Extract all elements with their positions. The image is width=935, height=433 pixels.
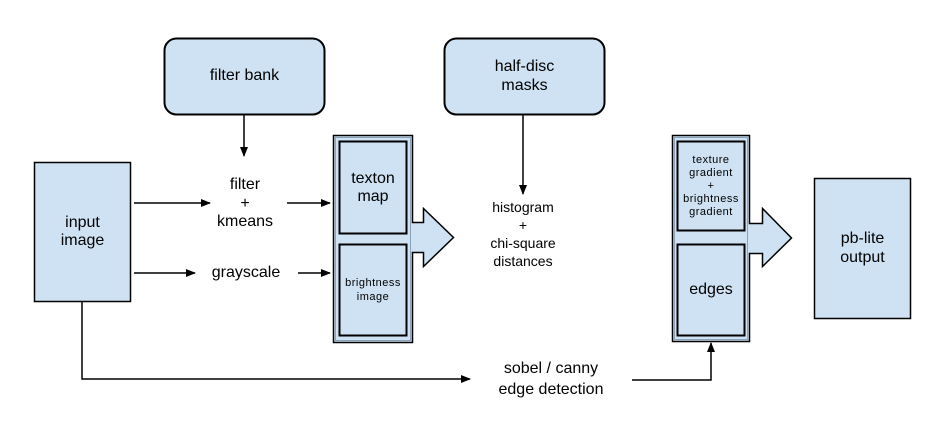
texton-map-box — [338, 140, 408, 235]
histogram-line2: + — [518, 216, 528, 233]
filter-kmeans-line1: filter — [229, 176, 261, 194]
brightness-image-line2: image — [356, 290, 390, 303]
histogram-line3: chi-square — [490, 235, 556, 251]
histogram-line1: histogram — [492, 198, 554, 215]
input-image-box — [33, 161, 132, 303]
half-disc-masks-label: half-disc masks — [444, 38, 605, 115]
filter-bank-box — [163, 37, 326, 116]
texton-map-line2: map — [357, 188, 389, 205]
gradients-line1: texture — [692, 153, 730, 166]
grayscale-text: grayscale — [211, 263, 281, 281]
right-group-inner-border — [674, 137, 748, 340]
filter-bank-text: filter bank — [209, 67, 280, 85]
input-image-line1: input — [65, 213, 100, 231]
pb-lite-line1: pb-lite — [840, 230, 885, 248]
grayscale-label: grayscale — [198, 262, 294, 284]
gradients-line2: gradient — [689, 166, 733, 179]
filter-kmeans-label: filter + kmeans — [200, 170, 290, 238]
brightness-image-line1: brightness — [345, 277, 401, 290]
filter-bank-label: filter bank — [164, 38, 325, 115]
histogram-chi-square-label: histogram + chi-square distances — [470, 196, 576, 272]
gradients-box — [676, 140, 746, 232]
edges-label: edges — [677, 245, 745, 336]
texton-map-line1: texton — [351, 169, 395, 187]
gradients-line5: gradient — [689, 206, 733, 219]
pb-lite-output-box — [813, 177, 912, 320]
brightness-image-label: brightness image — [339, 245, 407, 336]
gradients-label: texture gradient + brightness gradient — [677, 142, 745, 231]
half-disc-line2: masks — [501, 76, 548, 94]
gradients-line4: brightness — [683, 193, 739, 206]
half-disc-line1: half-disc — [494, 58, 555, 76]
half-disc-masks-box — [443, 37, 606, 116]
filter-kmeans-line2: + — [240, 194, 250, 212]
histogram-line4: distances — [493, 253, 553, 270]
left-group-inner-border — [335, 137, 411, 341]
brightness-image-box — [338, 243, 408, 337]
edges-box — [676, 243, 746, 337]
edges-text: edges — [689, 281, 733, 299]
sobel-canny-label: sobel / canny edge detection — [476, 356, 626, 404]
gradients-line3: + — [707, 179, 715, 192]
input-image-label: input image — [34, 162, 131, 302]
texton-map-label: texton map — [339, 142, 407, 234]
pb-lite-line2: output — [840, 248, 885, 266]
arrow-input-to-sobel — [81, 302, 471, 383]
sobel-canny-line1: sobel / canny — [503, 360, 599, 378]
sobel-canny-line2: edge detection — [498, 381, 604, 398]
pb-lite-output-label: pb-lite output — [814, 178, 911, 319]
input-image-line2: image — [60, 232, 105, 249]
arrow-sobel-to-edges — [632, 342, 715, 381]
filter-kmeans-line3: kmeans — [216, 213, 274, 231]
